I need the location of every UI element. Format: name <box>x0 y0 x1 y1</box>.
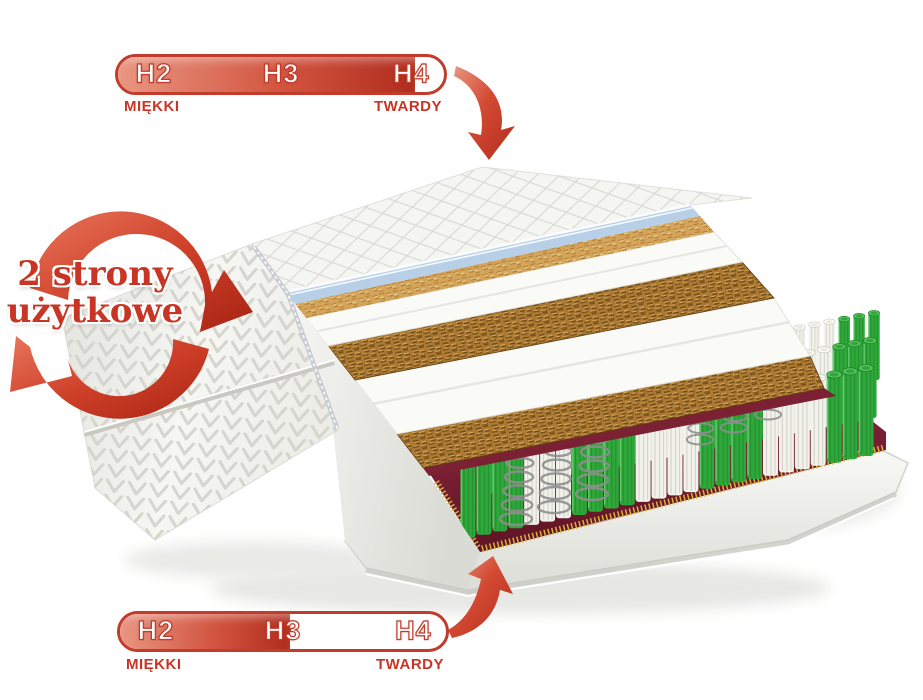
hardness-level-h3: H3 <box>264 614 302 645</box>
hardness-fill-bottom <box>120 614 290 649</box>
bottom-cover-seam <box>365 497 895 598</box>
hardness-scale-bottom: H2 H3 H4 <box>117 611 449 652</box>
hardness-level-h4: H4 <box>393 57 430 88</box>
hardness-level-h3: H3 <box>262 57 300 88</box>
quilted-top-cover <box>251 166 753 294</box>
top-scale-arrow <box>454 66 515 160</box>
hardness-fill-top <box>118 57 415 92</box>
hardness-level-h4: H4 <box>395 614 432 645</box>
two-sides-line1: 2 strony <box>17 254 173 294</box>
annotation-arrows <box>10 66 515 638</box>
side-middle-seam <box>83 359 335 437</box>
two-sides-label: 2 strony użytkowe <box>0 256 190 329</box>
pocket-spring-green <box>826 370 843 464</box>
bottom-cover-edge <box>365 491 898 595</box>
spring-fabric-edge <box>423 388 836 476</box>
soft-label-top: MIĘKKI <box>124 98 180 115</box>
bottom-scale-arrow <box>448 556 513 638</box>
hardness-level-h2: H2 <box>137 614 175 645</box>
quilted-side-face <box>61 243 340 541</box>
hardness-level-h2: H2 <box>135 57 173 88</box>
pocket-spring-green <box>841 366 859 460</box>
rotate-arrow-upper <box>30 211 253 332</box>
pocket-spring-green <box>857 363 875 457</box>
thin-coir-mat <box>295 216 714 318</box>
layer-bands <box>286 205 836 476</box>
two-sides-line2: użytkowe <box>6 290 184 331</box>
rotate-arrow-lower <box>10 336 209 419</box>
hard-label-bottom: TWARDY <box>376 656 444 673</box>
hard-label-top: TWARDY <box>374 98 442 115</box>
hardness-scale-top: H2 H3 H4 <box>115 54 447 95</box>
foam-core-face <box>286 292 480 588</box>
soft-label-bottom: MIĘKKI <box>126 656 182 673</box>
blue-piping <box>286 205 700 304</box>
